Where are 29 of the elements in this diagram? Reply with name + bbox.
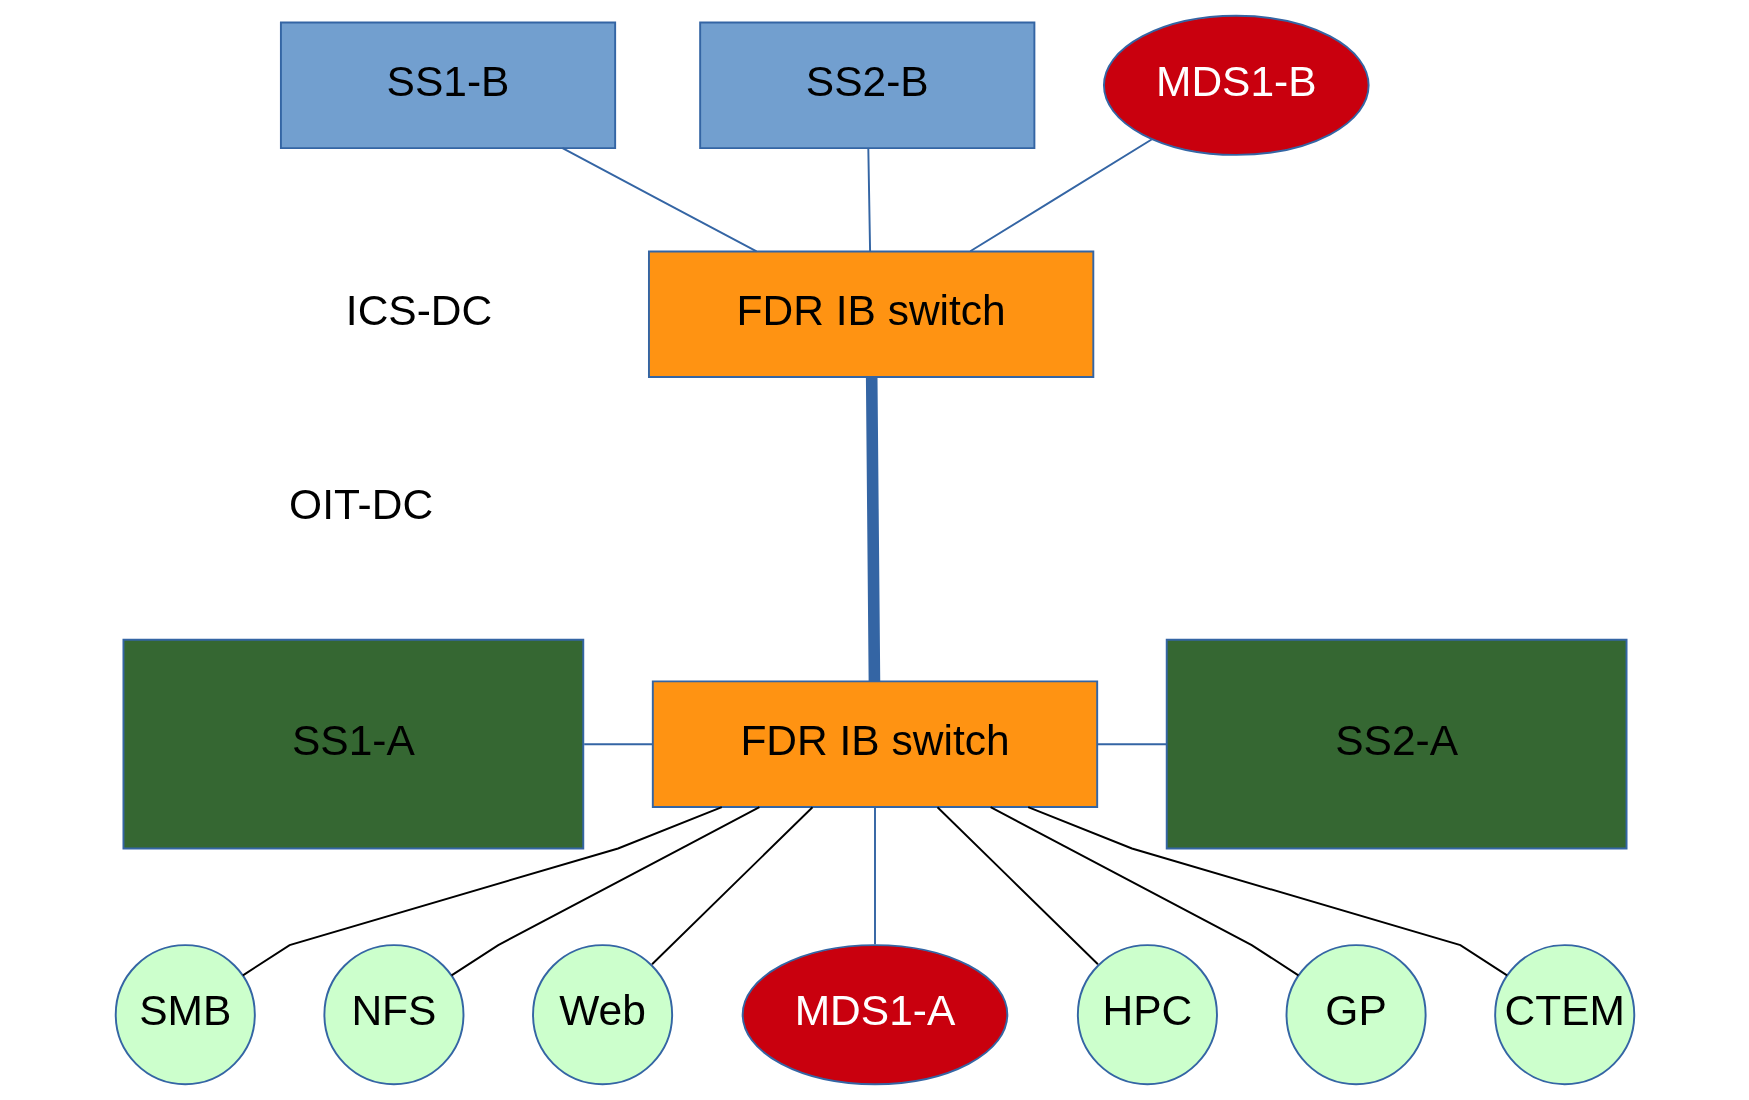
connector — [873, 806, 876, 946]
node-ellipse: MDS1-B — [1102, 14, 1370, 156]
node-circle: CTEM — [1493, 944, 1635, 1086]
label: ICS-DC — [345, 287, 492, 335]
node-box: SS2-B — [698, 21, 1035, 150]
connector — [865, 377, 880, 682]
connector — [650, 806, 813, 966]
connector — [936, 806, 1099, 966]
node-box: FDR IB switch — [651, 680, 1098, 808]
connector — [968, 138, 1153, 253]
node-box: SS2-A — [1165, 638, 1627, 850]
connector — [582, 743, 654, 746]
connector — [561, 147, 757, 253]
node-circle: GP — [1285, 944, 1427, 1086]
node-circle: NFS — [322, 944, 464, 1086]
connector — [989, 806, 1299, 977]
connector — [866, 147, 871, 253]
node-circle: SMB — [114, 944, 256, 1086]
connector — [1095, 743, 1168, 746]
node-ellipse: MDS1-A — [741, 944, 1008, 1086]
connector — [241, 806, 723, 977]
node-box: FDR IB switch — [647, 250, 1094, 379]
connector — [1026, 806, 1508, 977]
label: OIT-DC — [288, 481, 433, 529]
node-circle: HPC — [1076, 944, 1218, 1086]
node-box: SS1-A — [122, 638, 584, 850]
node-circle: Web — [531, 944, 673, 1086]
connector — [450, 806, 760, 977]
node-box: SS1-B — [279, 21, 616, 150]
